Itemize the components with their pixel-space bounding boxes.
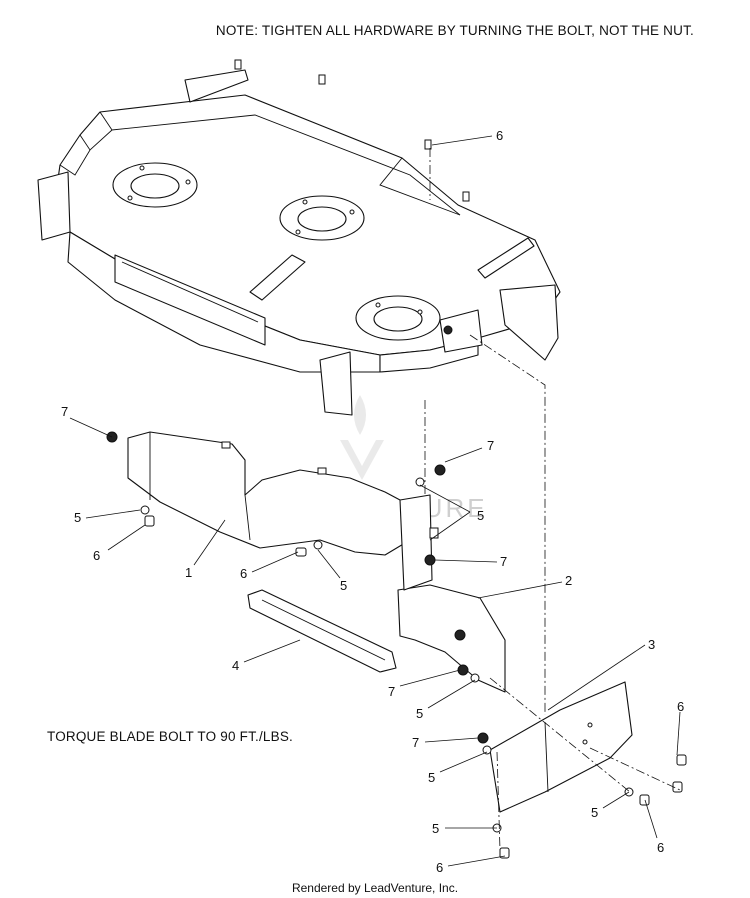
callout-5: 5: [74, 510, 81, 525]
callout-7: 7: [61, 404, 68, 419]
callout-5: 5: [340, 578, 347, 593]
callout-5: 5: [477, 508, 484, 523]
callout-6: 6: [496, 128, 503, 143]
callout-1: 1: [185, 565, 192, 580]
callout-5: 5: [428, 770, 435, 785]
callout-7: 7: [487, 438, 494, 453]
hardware-note: NOTE: TIGHTEN ALL HARDWARE BY TURNING TH…: [216, 23, 694, 38]
callout-5: 5: [416, 706, 423, 721]
baffle-3: [489, 681, 633, 813]
leader-lines: [69, 135, 681, 867]
hardware-items: [106, 431, 687, 859]
callout-7: 7: [500, 554, 507, 569]
callout-5: 5: [591, 805, 598, 820]
mower-deck: [37, 59, 561, 416]
callout-2: 2: [565, 573, 572, 588]
callout-6: 6: [677, 699, 684, 714]
torque-note: TORQUE BLADE BOLT TO 90 FT./LBS.: [47, 729, 293, 744]
mower-blade: [247, 589, 397, 673]
callout-6: 6: [657, 840, 664, 855]
callout-6: 6: [93, 548, 100, 563]
callout-6: 6: [436, 860, 443, 875]
callouts: 6 7 5 6 1 6 5 7 5 7 2 4 3 7 5 7 5 6 5 6 …: [61, 128, 684, 875]
callout-4: 4: [232, 658, 239, 673]
callout-6: 6: [240, 566, 247, 581]
callout-3: 3: [648, 637, 655, 652]
baffle-2: [397, 494, 506, 693]
callout-7: 7: [412, 735, 419, 750]
footer-credit: Rendered by LeadVenture, Inc.: [292, 881, 458, 895]
callout-7: 7: [388, 684, 395, 699]
callout-5: 5: [432, 821, 439, 836]
